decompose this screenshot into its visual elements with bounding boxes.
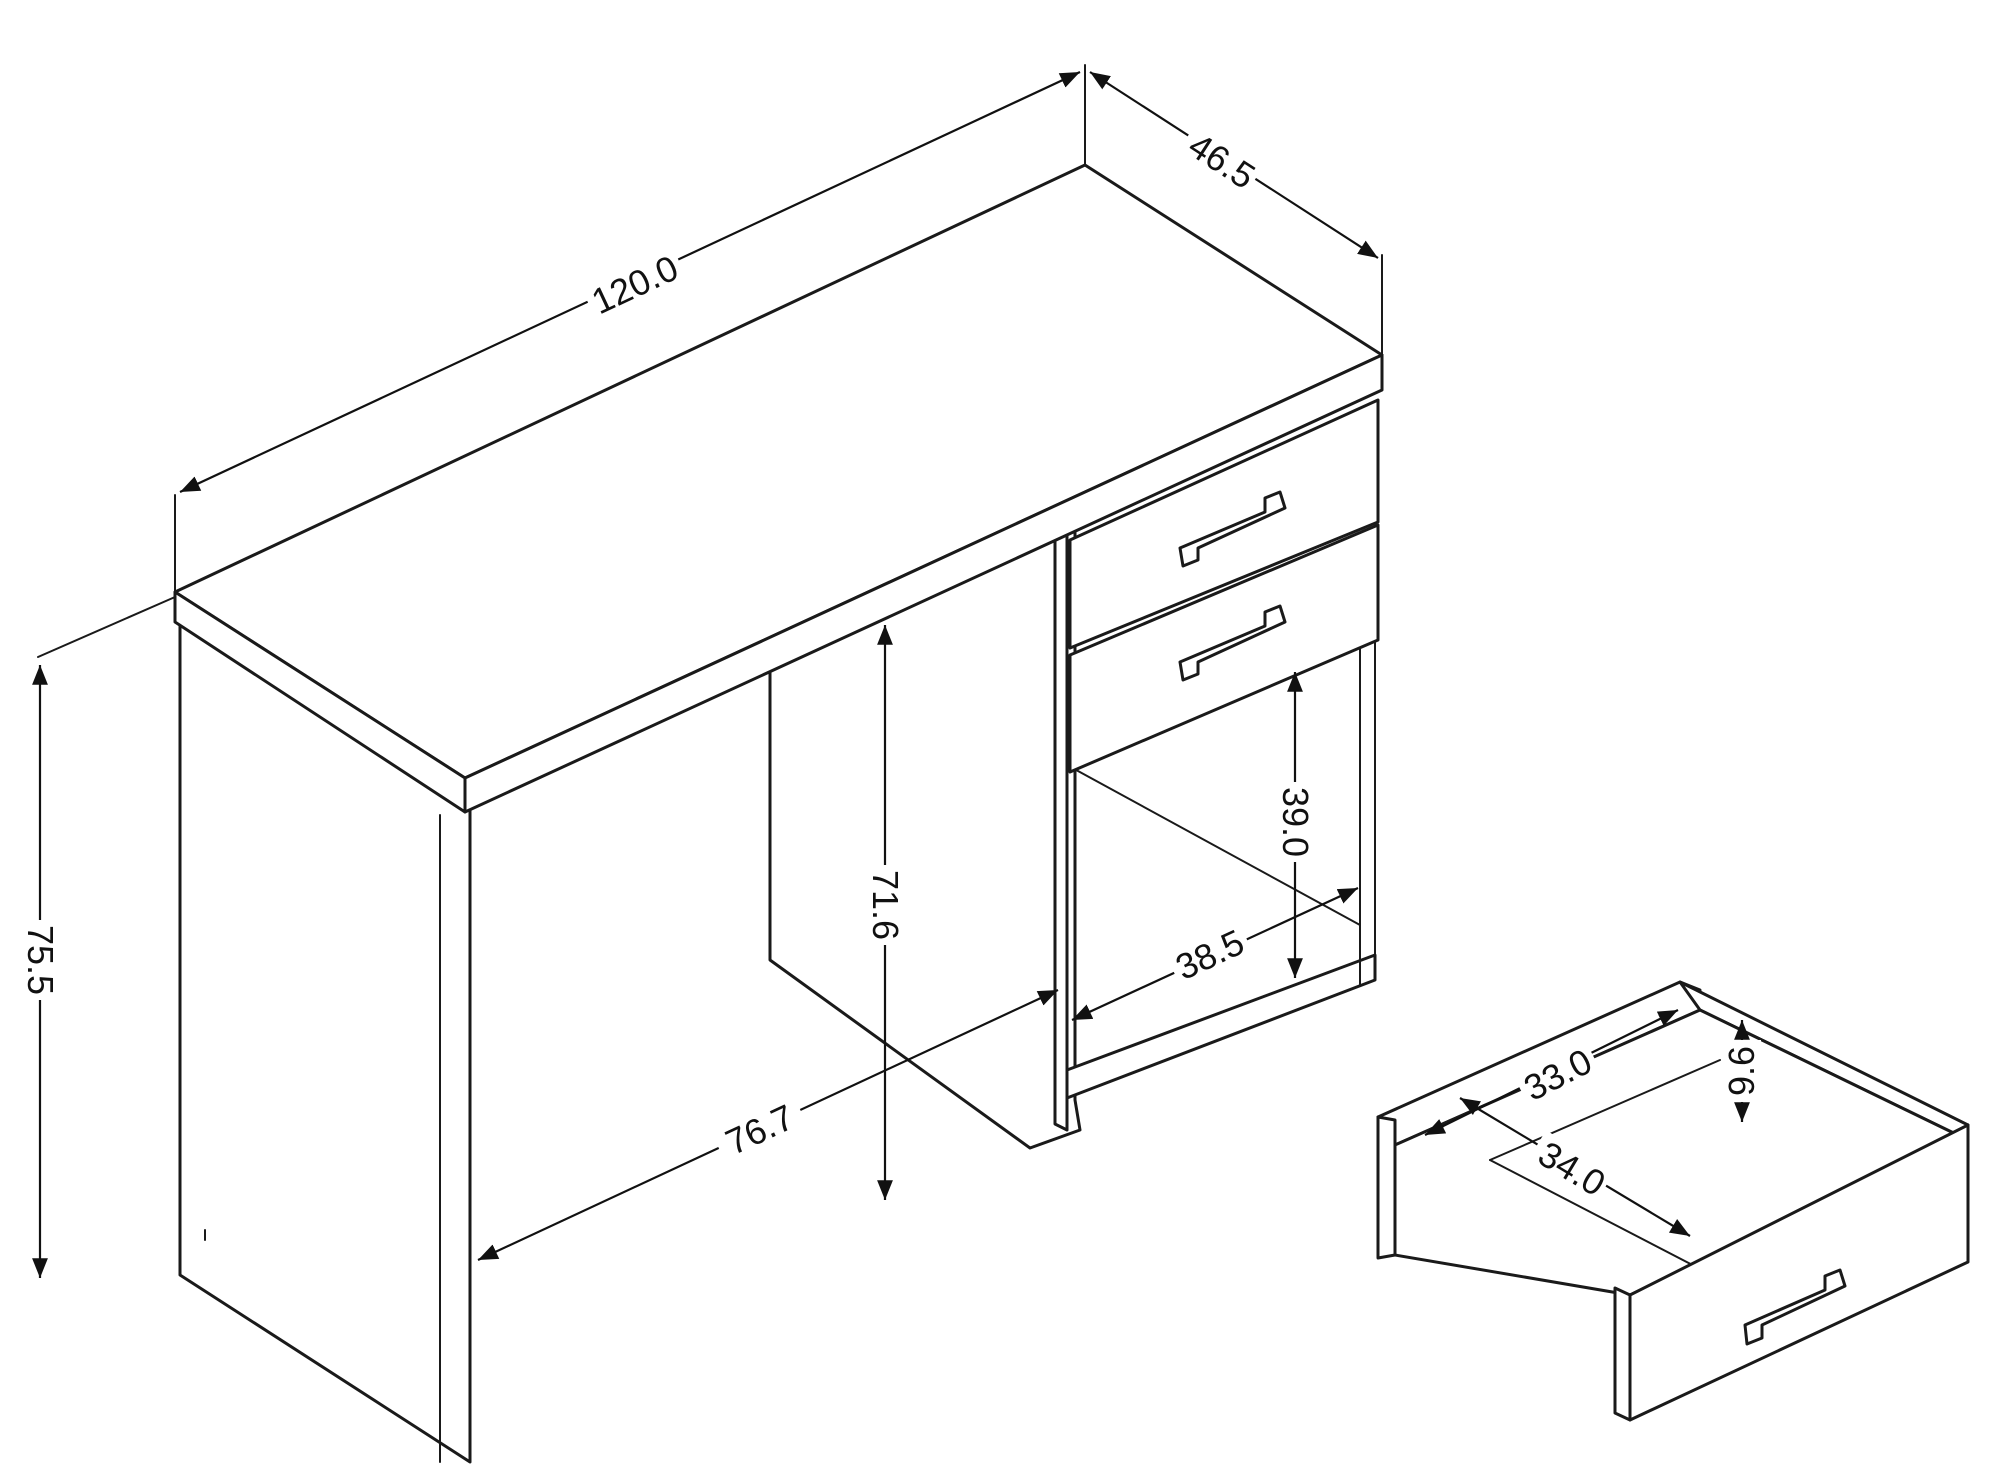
cabinet-bottom-shelf bbox=[1065, 953, 1377, 1100]
drawer-top[interactable] bbox=[1068, 398, 1380, 650]
desk bbox=[173, 163, 1384, 1464]
handle-middle-icon bbox=[1178, 604, 1287, 682]
dim-knee-height: 71.6 bbox=[865, 625, 906, 1200]
dim-drawer-height-label: 9.6 bbox=[1721, 1046, 1762, 1096]
handle-top-icon bbox=[1178, 490, 1287, 568]
dim-height: 75.5 bbox=[20, 596, 176, 1278]
dim-shelf-height: 39.0 bbox=[1275, 672, 1317, 978]
desktop-right-edge bbox=[463, 353, 1384, 814]
drawer-front-face-side bbox=[1613, 1286, 1632, 1422]
dim-knee-width: 76.7 bbox=[477, 989, 1059, 1261]
dim-shelf-height-label: 39.0 bbox=[1275, 787, 1316, 857]
cabinet-side-panel bbox=[1053, 532, 1069, 1132]
open-drawer bbox=[1376, 980, 1970, 1422]
dim-height-label: 75.5 bbox=[20, 925, 61, 995]
drawer-left-wall bbox=[1376, 1115, 1397, 1260]
dim-knee-height-label: 71.6 bbox=[865, 870, 906, 940]
dim-drawer-height: 9.6 bbox=[1721, 1020, 1762, 1122]
dim-width-label: 120.0 bbox=[585, 247, 684, 322]
handle-open-drawer-icon bbox=[1743, 1268, 1847, 1346]
